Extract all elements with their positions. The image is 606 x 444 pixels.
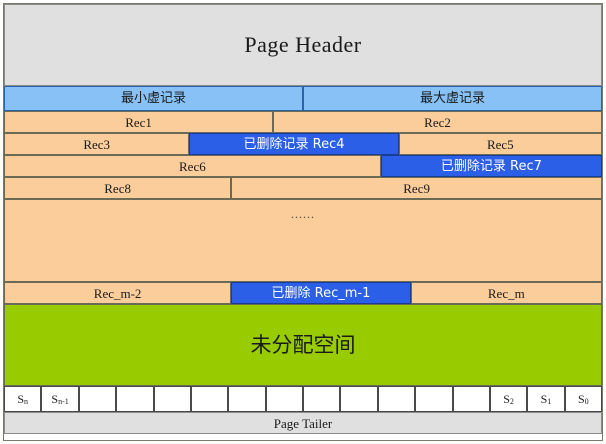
record-cell-3-1: Rec9 bbox=[231, 177, 602, 199]
free-space-band: 未分配空间 bbox=[4, 304, 602, 386]
page-header-label: Page Header bbox=[4, 4, 602, 86]
record-cell-3-0: Rec8 bbox=[4, 177, 232, 199]
slot-cell-11 bbox=[415, 386, 453, 412]
record-cell-0-1: Rec2 bbox=[273, 111, 602, 133]
virtual-record-cell-1: 最大虚记录 bbox=[303, 86, 602, 111]
slot-cell-5 bbox=[190, 386, 229, 412]
record-cell-last-0: Rec_m-2 bbox=[4, 282, 232, 304]
slot-cell-10 bbox=[377, 386, 416, 412]
records-gap-band: ...... bbox=[4, 199, 602, 282]
slot-cell-7 bbox=[265, 386, 303, 412]
page-tailer-label: Page Tailer bbox=[4, 412, 602, 434]
slot-cell-12 bbox=[452, 386, 490, 412]
record-cell-0-0: Rec1 bbox=[4, 111, 274, 133]
ellipsis-label: ...... bbox=[4, 199, 602, 282]
virtual-record-cell-0: 最小虚记录 bbox=[4, 86, 303, 111]
deleted-record-cell-1-1: 已删除记录 Rec4 bbox=[189, 133, 399, 155]
deleted-record-cell-last-1: 已删除 Rec_m-1 bbox=[231, 282, 411, 304]
slot-cell-8 bbox=[303, 386, 341, 412]
virtual-records-band: 最小虚记录最大虚记录 bbox=[4, 86, 602, 111]
record-cell-last-2: Rec_m bbox=[410, 282, 602, 304]
slot-cell-6 bbox=[228, 386, 266, 412]
deleted-record-cell-2-1: 已删除记录 Rec7 bbox=[380, 155, 602, 177]
free-space-label: 未分配空间 bbox=[4, 304, 602, 386]
page-header-band: Page Header bbox=[4, 4, 602, 86]
slot-cell-2 bbox=[78, 386, 117, 412]
record-cell-1-2: Rec5 bbox=[398, 133, 602, 155]
page-tailer-band: Page Tailer bbox=[4, 412, 602, 434]
slot-cell-9 bbox=[340, 386, 378, 412]
record-cell-1-0: Rec3 bbox=[4, 133, 190, 155]
record-cell-2-0: Rec6 bbox=[4, 155, 381, 177]
slot-cell-3 bbox=[116, 386, 154, 412]
slot-cell-4 bbox=[153, 386, 191, 412]
